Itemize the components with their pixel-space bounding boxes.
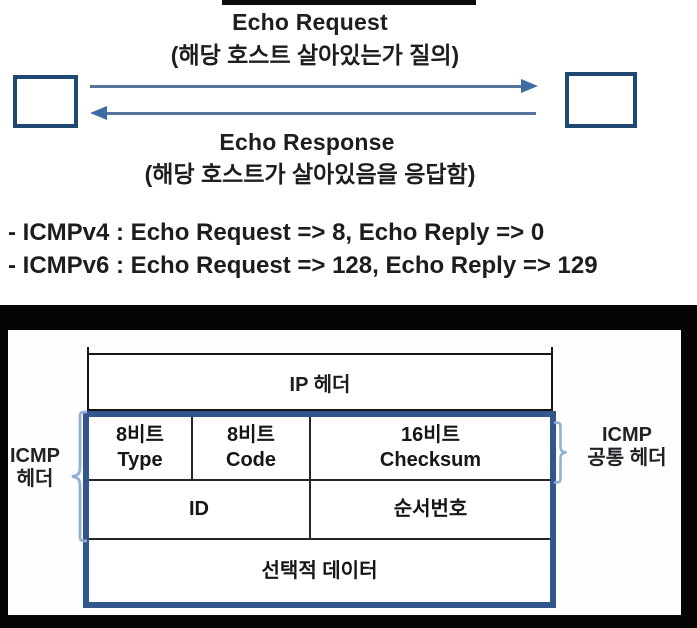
echo-response-subtitle: (해당 호스트가 살아있음을 응답함) (144, 161, 476, 187)
code-field-name: Code (226, 449, 276, 471)
left-host-box (13, 75, 78, 128)
ip-header-label: IP 헤더 (289, 373, 351, 396)
checksum-field-name: Checksum (379, 449, 482, 471)
icmpv6-note: - ICMPv6 : Echo Request => 128, Echo Rep… (8, 252, 598, 279)
packet-structure-panel: IP 헤더 8비트 Type 8비트 Code 16비트 Checksum (0, 305, 697, 628)
code-field-bits: 8비트 (227, 424, 275, 446)
checksum-field-cell: 16비트 Checksum (311, 417, 550, 479)
table-row-optional-data: 선택적 데이터 (89, 540, 550, 602)
type-field-name: Type (117, 449, 163, 471)
optional-data-cell: 선택적 데이터 (89, 540, 550, 602)
icmp-common-label-line2: 공통 헤더 (587, 447, 667, 469)
type-field-bits: 8비트 (116, 424, 164, 446)
ip-header-cell: IP 헤더 (87, 353, 553, 411)
icmp-header-label-line2: 헤더 (16, 468, 54, 490)
sequence-number-cell: 순서번호 (311, 481, 550, 538)
id-field-cell: ID (89, 481, 311, 538)
echo-response-title: Echo Response (219, 129, 395, 155)
echo-request-subtitle: (해당 호스트 살아있는가 질의) (170, 42, 460, 68)
id-field-label: ID (189, 498, 209, 520)
icmp-common-header-side-label: ICMP 공통 헤더 (566, 424, 688, 470)
checksum-field-bits: 16비트 (400, 424, 461, 446)
code-field-cell: 8비트 Code (193, 417, 311, 479)
optional-data-label: 선택적 데이터 (261, 559, 378, 582)
ip-box-corner-tick-left (87, 347, 89, 355)
icmpv4-note: - ICMPv4 : Echo Request => 8, Echo Reply… (8, 219, 545, 246)
right-brace-icon (553, 421, 567, 484)
table-row-common-header: 8비트 Type 8비트 Code 16비트 Checksum (89, 417, 550, 481)
ip-box-corner-tick-right (551, 347, 553, 355)
icmp-header-label-line1: ICMP (10, 445, 60, 467)
right-host-box (565, 72, 637, 128)
echo-response-arrow (90, 106, 536, 121)
icmp-common-label-line1: ICMP (602, 424, 652, 446)
type-field-cell: 8비트 Type (89, 417, 193, 479)
table-row-id-seq: ID 순서번호 (89, 481, 550, 540)
icmp-header-side-label: ICMP 헤더 (2, 445, 68, 491)
sequence-number-label: 순서번호 (393, 498, 468, 520)
left-brace-icon (71, 410, 87, 543)
arrow-line (90, 85, 523, 88)
icmp-packet-table: 8비트 Type 8비트 Code 16비트 Checksum ID 순서번호 (83, 411, 556, 608)
arrow-line (105, 112, 536, 115)
top-crop-bar (222, 0, 476, 5)
arrow-right-icon (521, 79, 538, 93)
arrow-left-icon (90, 106, 107, 120)
packet-structure-canvas: IP 헤더 8비트 Type 8비트 Code 16비트 Checksum (8, 330, 681, 615)
echo-request-arrow (90, 79, 538, 94)
echo-request-title: Echo Request (232, 9, 388, 35)
